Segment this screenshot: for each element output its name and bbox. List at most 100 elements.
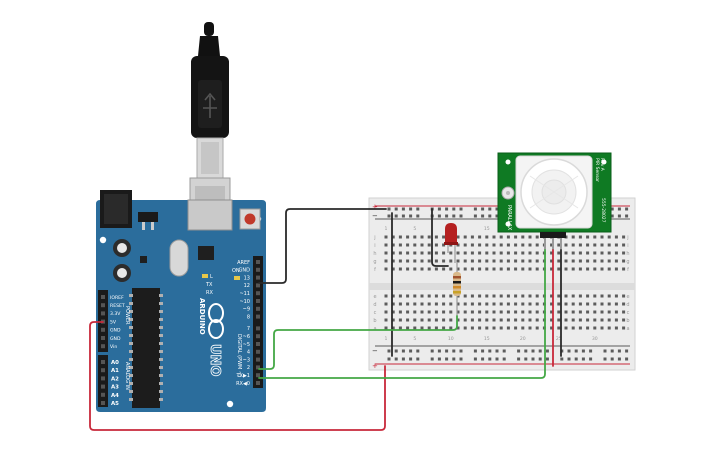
breadboard-hole[interactable] — [557, 243, 561, 247]
breadboard-hole[interactable] — [614, 318, 618, 322]
breadboard-hole[interactable] — [449, 294, 453, 298]
breadboard-hole[interactable] — [535, 302, 539, 306]
breadboard-hole[interactable] — [413, 310, 417, 314]
breadboard-hole[interactable] — [463, 259, 467, 263]
breadboard-hole[interactable] — [463, 326, 467, 330]
breadboard-hole[interactable] — [406, 326, 410, 330]
breadboard-hole[interactable] — [506, 302, 510, 306]
digital-pin-hole[interactable] — [256, 260, 260, 264]
breadboard-hole[interactable] — [514, 251, 518, 255]
breadboard-hole[interactable] — [492, 243, 496, 247]
breadboard-hole[interactable] — [614, 310, 618, 314]
breadboard-hole[interactable] — [384, 251, 388, 255]
breadboard-hole[interactable] — [413, 259, 417, 263]
breadboard-hole[interactable] — [401, 207, 405, 211]
breadboard-hole[interactable] — [506, 251, 510, 255]
breadboard-hole[interactable] — [560, 357, 564, 361]
breadboard-hole[interactable] — [442, 294, 446, 298]
power-pin-hole[interactable] — [101, 336, 105, 340]
breadboard-hole[interactable] — [463, 235, 467, 239]
breadboard-hole[interactable] — [535, 267, 539, 271]
breadboard-hole[interactable] — [485, 294, 489, 298]
breadboard-hole[interactable] — [427, 251, 431, 255]
breadboard-hole[interactable] — [413, 251, 417, 255]
breadboard-hole[interactable] — [416, 214, 420, 218]
breadboard-hole[interactable] — [434, 243, 438, 247]
breadboard-hole[interactable] — [574, 349, 578, 353]
breadboard-hole[interactable] — [521, 267, 525, 271]
breadboard-hole[interactable] — [567, 349, 571, 353]
breadboard-hole[interactable] — [571, 310, 575, 314]
breadboard-hole[interactable] — [617, 207, 621, 211]
breadboard-hole[interactable] — [488, 214, 492, 218]
breadboard-hole[interactable] — [485, 259, 489, 263]
breadboard-hole[interactable] — [492, 259, 496, 263]
breadboard-hole[interactable] — [506, 310, 510, 314]
breadboard-hole[interactable] — [391, 310, 395, 314]
breadboard-hole[interactable] — [521, 326, 525, 330]
breadboard-hole[interactable] — [452, 357, 456, 361]
breadboard-hole[interactable] — [442, 267, 446, 271]
breadboard-hole[interactable] — [394, 357, 398, 361]
breadboard-hole[interactable] — [557, 294, 561, 298]
breadboard-hole[interactable] — [545, 357, 549, 361]
breadboard-hole[interactable] — [574, 357, 578, 361]
breadboard-hole[interactable] — [442, 243, 446, 247]
breadboard-hole[interactable] — [550, 302, 554, 306]
power-pin-hole[interactable] — [101, 295, 105, 299]
breadboard-hole[interactable] — [607, 251, 611, 255]
power-pin-hole[interactable] — [101, 344, 105, 349]
breadboard-hole[interactable] — [535, 310, 539, 314]
breadboard-hole[interactable] — [384, 267, 388, 271]
breadboard-hole[interactable] — [550, 326, 554, 330]
breadboard-hole[interactable] — [571, 259, 575, 263]
breadboard-hole[interactable] — [387, 214, 391, 218]
breadboard-hole[interactable] — [492, 318, 496, 322]
breadboard-hole[interactable] — [413, 294, 417, 298]
breadboard-hole[interactable] — [571, 243, 575, 247]
breadboard-hole[interactable] — [521, 318, 525, 322]
breadboard-hole[interactable] — [434, 318, 438, 322]
breadboard-hole[interactable] — [499, 326, 503, 330]
breadboard-hole[interactable] — [593, 326, 597, 330]
breadboard-hole[interactable] — [564, 310, 568, 314]
breadboard-hole[interactable] — [437, 207, 441, 211]
breadboard-hole[interactable] — [427, 302, 431, 306]
breadboard-hole[interactable] — [413, 243, 417, 247]
breadboard-hole[interactable] — [492, 326, 496, 330]
arduino-uno-board[interactable]: L ON TX RX ARDUINO UNO DIGITAL (PWM ~) P… — [96, 190, 266, 412]
breadboard-hole[interactable] — [406, 267, 410, 271]
breadboard-hole[interactable] — [391, 243, 395, 247]
breadboard-hole[interactable] — [427, 326, 431, 330]
breadboard-hole[interactable] — [391, 235, 395, 239]
breadboard-hole[interactable] — [434, 294, 438, 298]
breadboard-hole[interactable] — [420, 259, 424, 263]
breadboard-hole[interactable] — [607, 267, 611, 271]
breadboard-hole[interactable] — [586, 294, 590, 298]
breadboard-hole[interactable] — [420, 318, 424, 322]
breadboard-hole[interactable] — [625, 357, 629, 361]
breadboard-hole[interactable] — [514, 235, 518, 239]
breadboard-hole[interactable] — [463, 251, 467, 255]
breadboard-hole[interactable] — [514, 294, 518, 298]
breadboard-hole[interactable] — [524, 349, 528, 353]
breadboard-hole[interactable] — [470, 294, 474, 298]
breadboard-hole[interactable] — [550, 318, 554, 322]
digital-pin-hole[interactable] — [256, 326, 260, 331]
breadboard-hole[interactable] — [499, 235, 503, 239]
breadboard-hole[interactable] — [459, 357, 463, 361]
breadboard-hole[interactable] — [600, 259, 604, 263]
breadboard-hole[interactable] — [517, 357, 521, 361]
breadboard-hole[interactable] — [449, 318, 453, 322]
breadboard-hole[interactable] — [420, 267, 424, 271]
breadboard-hole[interactable] — [391, 294, 395, 298]
breadboard-hole[interactable] — [499, 318, 503, 322]
breadboard-hole[interactable] — [600, 243, 604, 247]
breadboard-hole[interactable] — [499, 267, 503, 271]
breadboard-hole[interactable] — [535, 326, 539, 330]
digital-pin-hole[interactable] — [256, 299, 260, 303]
breadboard-hole[interactable] — [586, 310, 590, 314]
breadboard-hole[interactable] — [394, 207, 398, 211]
breadboard-hole[interactable] — [557, 267, 561, 271]
breadboard-hole[interactable] — [578, 243, 582, 247]
